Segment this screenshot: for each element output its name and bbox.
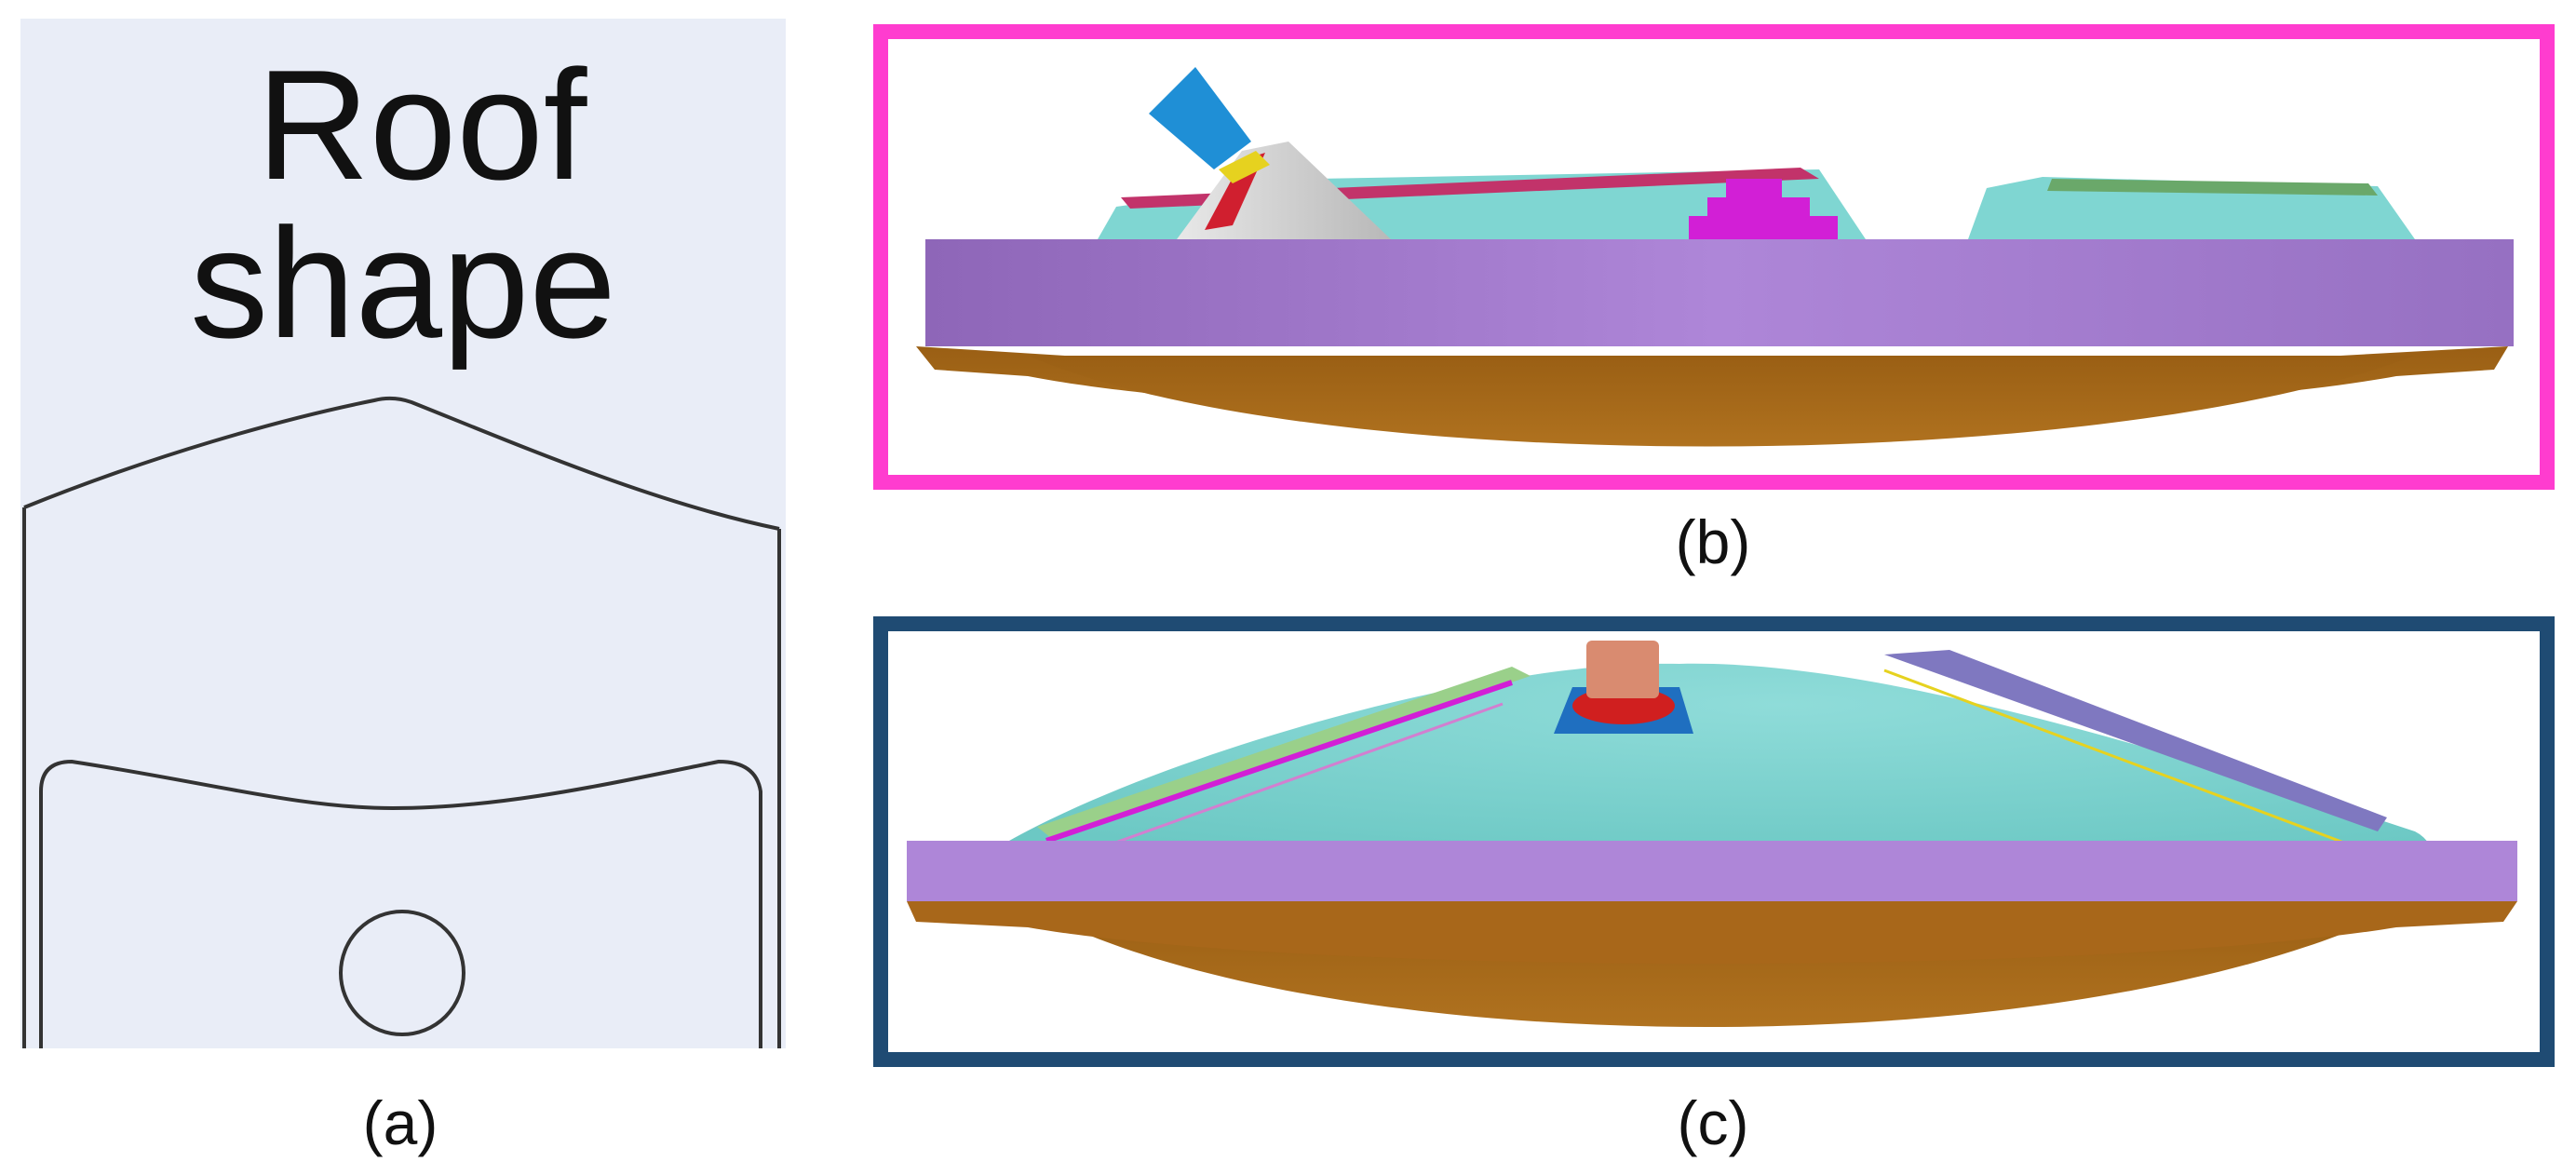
roof-title-line2: shape (190, 196, 616, 371)
roof-strip-green (2047, 179, 2378, 196)
circular-port (339, 910, 465, 1036)
base-plate (907, 841, 2517, 901)
panel-a-roof-shape: Roof shape (20, 19, 786, 1048)
caption-c: (c) (1677, 1088, 1749, 1157)
nozzle-ring-yellow (1219, 151, 1270, 183)
outer-roof-curve (23, 396, 780, 531)
manifold-magenta (1689, 179, 1838, 239)
base-plate (925, 239, 2514, 346)
caption-b: (b) (1675, 507, 1751, 576)
panel-b-3d-model (916, 67, 2514, 447)
roof-line-yellow (1883, 669, 2365, 852)
roof-line-magenta (1045, 680, 1513, 844)
roof-body (977, 663, 2438, 869)
bottom-dome-flange (907, 901, 2517, 964)
roof-strip-green (1037, 667, 1531, 838)
roof-line-pink (1055, 702, 1504, 866)
roof-strip-purple (1884, 650, 2387, 831)
bottom-dome-main (1028, 356, 2415, 447)
caption-a: (a) (362, 1088, 438, 1157)
panel-b-frame (873, 24, 2555, 490)
panel-c-3d-model (907, 641, 2517, 1027)
roof-title-line1: Roof (256, 37, 587, 212)
roof-outline-drawing (22, 396, 781, 1048)
panel-c-frame (873, 616, 2555, 1067)
inner-chamber-outline (39, 759, 762, 1048)
nozzle-blue-cap (1149, 67, 1251, 169)
nozzle-copper (1586, 641, 1659, 698)
